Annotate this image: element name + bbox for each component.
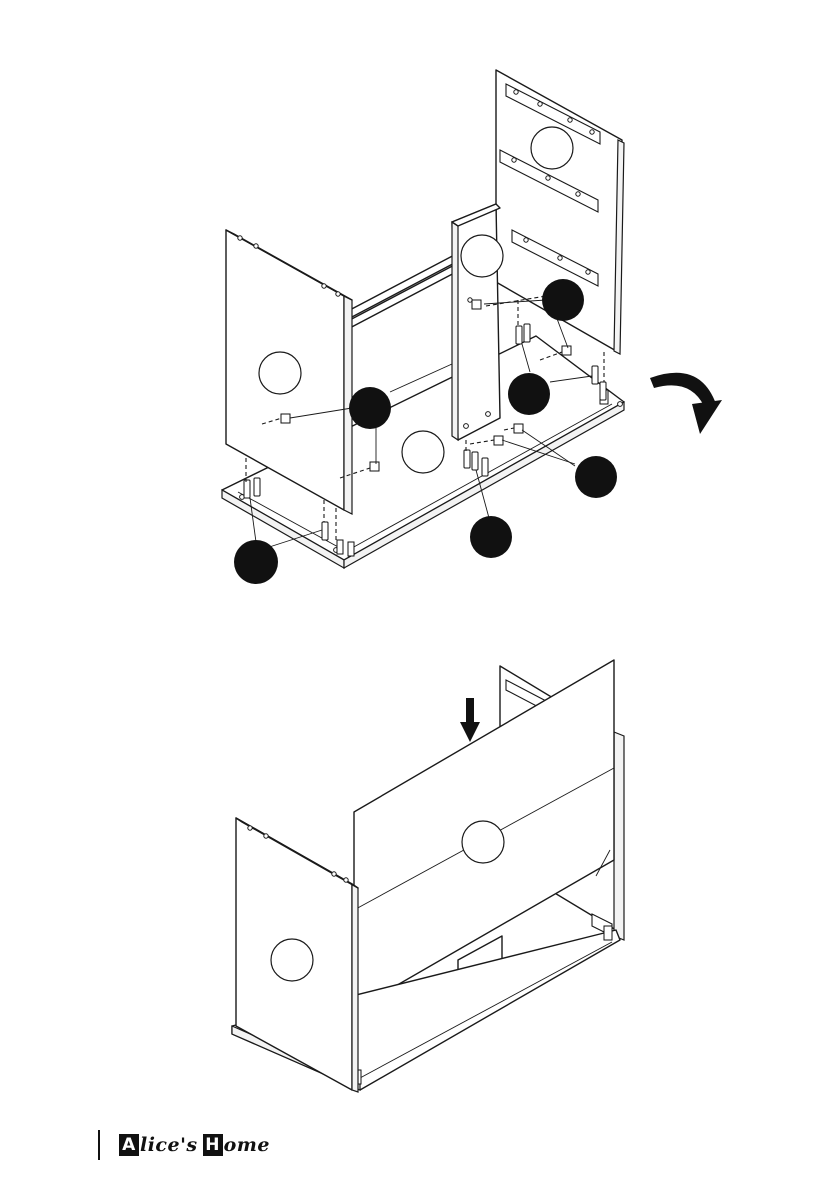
rotate-arrow-icon — [650, 373, 722, 434]
logo-text-part1: lice's — [140, 1134, 198, 1156]
dowel-icon — [524, 324, 530, 342]
center-divider-panel — [452, 204, 503, 440]
callout-marker — [575, 456, 617, 498]
callout-marker — [470, 516, 512, 558]
dowel-icon — [464, 450, 470, 468]
dowel-icon — [592, 366, 598, 384]
cam-lock-icon — [562, 346, 571, 355]
step1-diagram — [222, 70, 722, 584]
down-arrow-icon — [460, 698, 480, 742]
cam-lock-icon — [494, 436, 503, 445]
logo-text-part2: ome — [224, 1134, 270, 1156]
brand-logo: A lice's H ome — [118, 1134, 270, 1156]
dowel-icon — [482, 458, 488, 476]
logo-divider — [98, 1130, 100, 1160]
callout-marker — [508, 373, 550, 415]
cam-lock-icon — [514, 424, 523, 433]
logo-letter-a: A — [119, 1134, 139, 1156]
dowel-icon — [244, 480, 250, 498]
dowel-icon — [516, 326, 522, 344]
cam-lock-icon — [472, 300, 481, 309]
left-side-panel — [226, 230, 352, 514]
callout-marker — [542, 279, 584, 321]
part-label-circle — [259, 352, 301, 394]
dowel-icon — [254, 478, 260, 496]
cam-lock-icon — [281, 414, 290, 423]
callout-marker — [349, 387, 391, 429]
part-label-circle — [461, 235, 503, 277]
dowel-icon — [600, 382, 606, 400]
part-label-circle — [462, 821, 504, 863]
logo-letter-h: H — [203, 1134, 223, 1156]
part-label-circle — [271, 939, 313, 981]
callout-marker — [234, 540, 278, 584]
dowel-icon — [322, 522, 328, 540]
part-label-circle-bottom — [402, 431, 444, 473]
step2-left-panel — [236, 818, 358, 1092]
cam-lock-icon — [370, 462, 379, 471]
footer-logo: A lice's H ome — [98, 1130, 270, 1160]
step2-diagram — [232, 660, 624, 1092]
dowel-icon — [472, 452, 478, 470]
part-label-circle — [531, 127, 573, 169]
